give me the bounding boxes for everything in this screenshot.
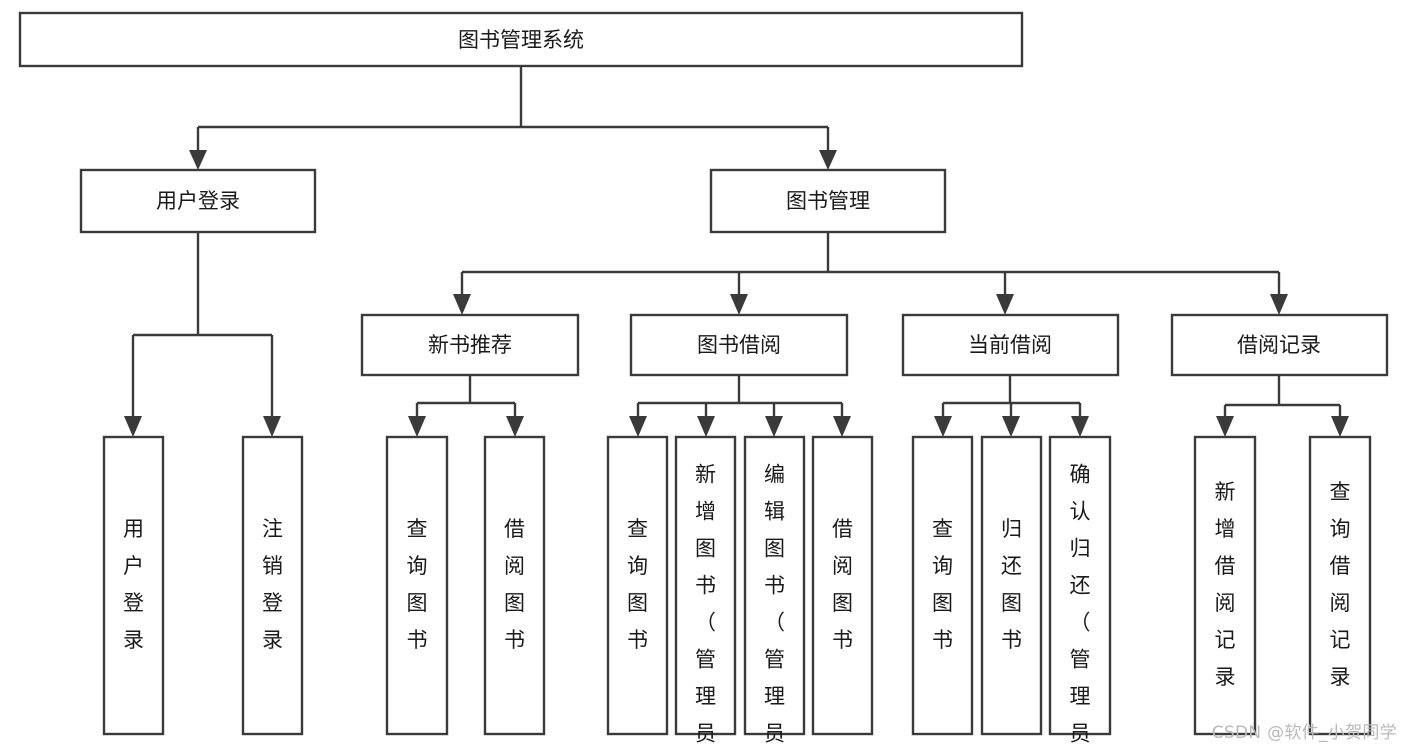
arrow-head-current-borrow	[996, 294, 1014, 315]
node-new-book-rec[interactable]: 新书推荐	[360, 313, 580, 377]
node-book-borrow-label: 图书借阅	[697, 333, 781, 357]
arrow-head-leaf-edit-book	[765, 416, 783, 437]
leaf-user-login-box[interactable]	[102, 435, 165, 736]
leaf-return-book-label: 归还图书	[1001, 517, 1022, 652]
leaf-node[interactable]: 确认归还（管理员）	[1048, 435, 1112, 747]
leaf-node[interactable]: 新增图书（管理员）	[674, 435, 737, 747]
leaf-query-book-rec-box[interactable]	[385, 435, 449, 736]
leaf-node-layer: 用户登录 注销登录 查询图书 借阅图书 查询图书 新增图书（管理员） 编辑图书（管理员） 借阅…	[102, 435, 1372, 747]
arrow-head-leaf-query-book-current	[934, 416, 952, 437]
arrow-head-borrow-record	[1270, 294, 1288, 315]
node-current-borrow-box[interactable]	[901, 313, 1120, 377]
leaf-node[interactable]: 用户登录	[102, 435, 165, 736]
arrow-head-leaf-logout	[263, 416, 281, 437]
leaf-node[interactable]: 编辑图书（管理员）	[743, 435, 806, 747]
leaf-node[interactable]: 查询图书	[385, 435, 449, 736]
leaf-query-book-current-label: 查询图书	[932, 517, 953, 652]
leaf-query-book-borrow-label: 查询图书	[627, 517, 648, 652]
leaf-return-book-box[interactable]	[980, 435, 1043, 736]
leaf-user-login-label: 用户登录	[123, 517, 144, 652]
leaf-query-borrow-record-box[interactable]	[1308, 435, 1372, 736]
leaf-node[interactable]: 借阅图书	[811, 435, 874, 736]
node-new-book-rec-box[interactable]	[360, 313, 580, 377]
leaf-edit-book-label: 编辑图书（管理员）	[764, 463, 785, 747]
leaf-confirm-return-box[interactable]	[1048, 435, 1112, 736]
leaf-logout-box[interactable]	[241, 435, 304, 736]
node-book-borrow[interactable]: 图书借阅	[629, 313, 849, 377]
leaf-node[interactable]: 注销登录	[241, 435, 304, 736]
node-root-label: 图书管理系统	[458, 28, 584, 52]
node-user-login-label: 用户登录	[156, 189, 240, 213]
node-book-manage[interactable]: 图书管理	[709, 168, 947, 234]
node-borrow-record-label: 借阅记录	[1237, 333, 1321, 357]
arrow-head-book-borrow	[730, 294, 748, 315]
node-root-box[interactable]	[18, 11, 1024, 68]
node-borrow-record[interactable]: 借阅记录	[1170, 313, 1389, 377]
node-user-login-box[interactable]	[79, 168, 317, 234]
leaf-confirm-return-label: 确认归还（管理员）	[1070, 463, 1091, 747]
arrow-head-leaf-borrow-book-rec	[506, 416, 524, 437]
leaf-node[interactable]: 查询图书	[911, 435, 974, 736]
leaf-borrow-book-label: 借阅图书	[832, 517, 853, 652]
leaf-add-book-label: 新增图书（管理员）	[695, 463, 716, 747]
leaf-node[interactable]: 查询图书	[606, 435, 669, 736]
leaf-query-book-current-box[interactable]	[911, 435, 974, 736]
node-layer: 图书管理系统 用户登录 图书管理 新书推荐 图书借阅	[18, 11, 1389, 747]
csdn-watermark: CSDN @软件_小贺同学	[1211, 723, 1397, 743]
node-user-login[interactable]: 用户登录	[79, 168, 317, 234]
node-book-manage-box[interactable]	[709, 168, 947, 234]
node-root[interactable]: 图书管理系统	[18, 11, 1024, 68]
leaf-query-borrow-record-label: 查询借阅记录	[1330, 480, 1351, 689]
arrow-head-leaf-return-book	[1002, 416, 1020, 437]
leaf-add-borrow-record-label: 新增借阅记录	[1215, 480, 1236, 689]
leaf-query-book-borrow-box[interactable]	[606, 435, 669, 736]
leaf-add-book-box[interactable]	[674, 435, 737, 736]
arrow-head-book-manage	[819, 150, 837, 170]
leaf-borrow-book-rec-box[interactable]	[483, 435, 546, 736]
leaf-borrow-book-rec-label: 借阅图书	[504, 517, 525, 652]
node-book-borrow-box[interactable]	[629, 313, 849, 377]
leaf-query-book-rec-label: 查询图书	[407, 517, 428, 652]
arrow-head-new-book-rec	[453, 294, 471, 315]
leaf-node[interactable]: 查询借阅记录	[1308, 435, 1372, 736]
leaf-edit-book-box[interactable]	[743, 435, 806, 736]
leaf-borrow-book-box[interactable]	[811, 435, 874, 736]
node-current-borrow[interactable]: 当前借阅	[901, 313, 1120, 377]
arrow-head-leaf-query-book-rec	[408, 416, 426, 437]
leaf-add-borrow-record-box[interactable]	[1193, 435, 1257, 736]
arrow-head-leaf-borrow-book	[833, 416, 851, 437]
arrow-head-leaf-add-book	[697, 416, 715, 437]
arrow-head-user-login	[189, 150, 207, 170]
arrow-head-leaf-add-borrow-record	[1216, 416, 1234, 437]
leaf-logout-label: 注销登录	[262, 517, 283, 652]
arrow-head-leaf-query-book-borrow	[629, 416, 647, 437]
node-current-borrow-label: 当前借阅	[968, 333, 1052, 357]
arrow-head-leaf-confirm-return	[1071, 416, 1089, 437]
node-borrow-record-box[interactable]	[1170, 313, 1389, 377]
leaf-node[interactable]: 借阅图书	[483, 435, 546, 736]
arrow-head-leaf-query-borrow-record	[1331, 416, 1349, 437]
node-book-manage-label: 图书管理	[786, 189, 870, 213]
leaf-node[interactable]: 新增借阅记录	[1193, 435, 1257, 736]
connector-layer	[124, 66, 1349, 437]
node-new-book-rec-label: 新书推荐	[428, 333, 512, 357]
leaf-node[interactable]: 归还图书	[980, 435, 1043, 736]
arrow-head-leaf-user-login	[124, 416, 142, 437]
